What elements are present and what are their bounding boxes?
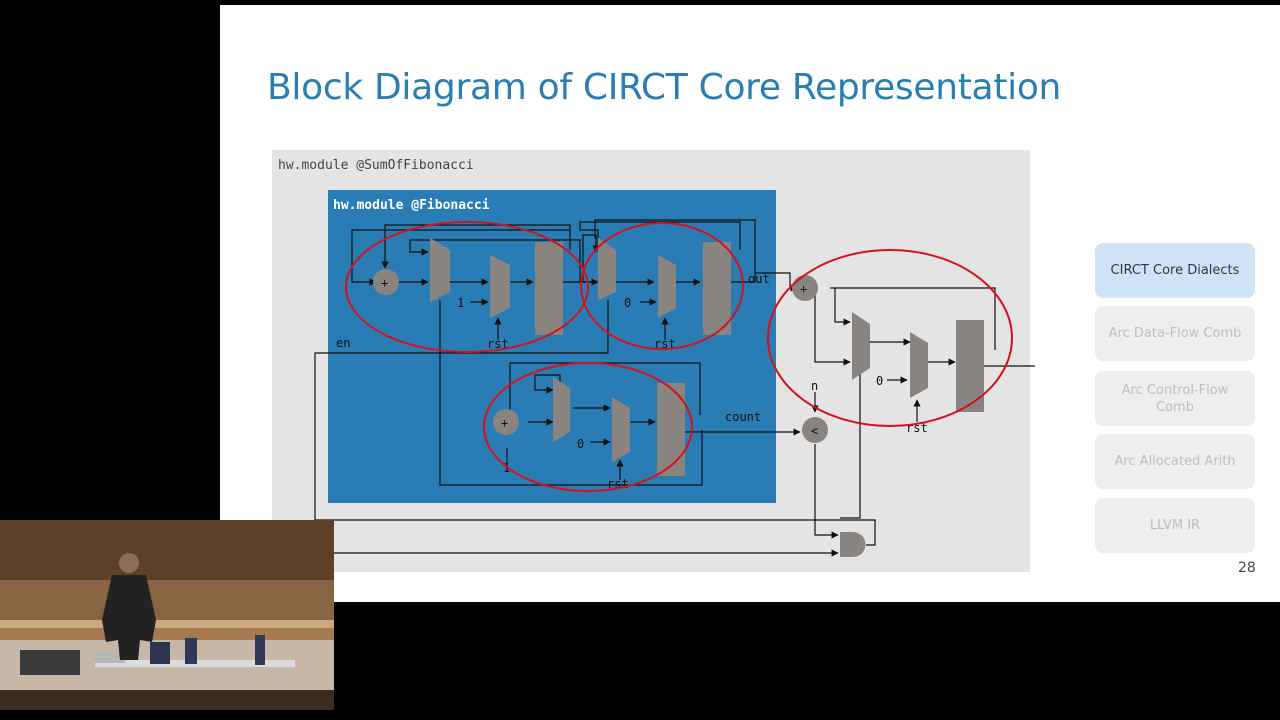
- nav-item-label: CIRCT Core Dialects: [1110, 263, 1240, 278]
- nav-item-label: LLVM IR: [1149, 518, 1201, 533]
- highlight-ellipse: [767, 249, 1013, 427]
- adder-symbol: +: [800, 282, 807, 296]
- n-input-label: n: [811, 379, 818, 393]
- compare-node: [802, 417, 828, 443]
- page-number: 28: [1238, 560, 1256, 576]
- mux-block: [852, 312, 870, 380]
- mux-block: [553, 377, 570, 442]
- register-block: [956, 320, 984, 412]
- register-block: [703, 242, 731, 335]
- nav-item-circt-core-dialects[interactable]: CIRCT Core Dialects: [1095, 243, 1255, 298]
- adder-node: [792, 275, 818, 301]
- register-block: [535, 242, 563, 335]
- constant-zero: 0: [876, 374, 883, 388]
- mux-block: [490, 255, 510, 318]
- count-port-label: count: [725, 410, 761, 424]
- adder-symbol: +: [381, 276, 388, 290]
- inner-module-box: [328, 190, 776, 503]
- speaker-webcam-video: [0, 520, 334, 710]
- speaker-video-frame: [0, 520, 334, 710]
- rst-label: rst: [654, 337, 676, 351]
- inner-module-label: hw.module @Fibonacci: [333, 198, 490, 213]
- speaker-body: [102, 575, 156, 660]
- adder-node: [493, 409, 519, 435]
- compare-symbol: <: [811, 424, 818, 438]
- mux-block: [910, 332, 928, 398]
- highlight-ellipse: [483, 362, 693, 492]
- nav-item-label: Arc Control-Flow Comb: [1121, 382, 1229, 415]
- constant-zero: 0: [577, 437, 584, 451]
- adder-symbol: +: [501, 416, 508, 430]
- constant-zero: 0: [624, 296, 631, 310]
- nav-item-llvm-ir[interactable]: LLVM IR: [1095, 498, 1255, 553]
- nav-item-arc-control-flow-comb[interactable]: Arc Control-Flow Comb: [1095, 371, 1255, 426]
- mux-block: [598, 238, 616, 300]
- highlight-ellipse: [345, 221, 589, 353]
- mux-block: [612, 397, 630, 462]
- highlight-ellipse: [580, 222, 744, 350]
- speaker-head: [119, 553, 139, 573]
- nav-item-label: Arc Allocated Arith: [1114, 454, 1236, 469]
- block-diagram: hw.module @SumOfFibonacci hw.module @Fib…: [272, 150, 1035, 572]
- outer-module-label: hw.module @SumOfFibonacci: [278, 158, 474, 173]
- mux-block: [430, 238, 450, 302]
- mux-block: [658, 255, 676, 318]
- constant-one: 1: [457, 296, 464, 310]
- nav-item-label: Arc Data-Flow Comb: [1108, 326, 1242, 341]
- rst-label: rst: [487, 337, 509, 351]
- out-port-label: out: [748, 272, 770, 286]
- adder-node: [373, 269, 399, 295]
- nav-item-arc-allocated-arith[interactable]: Arc Allocated Arith: [1095, 434, 1255, 489]
- slide-title: Block Diagram of CIRCT Core Representati…: [267, 67, 1062, 108]
- and-gate: [840, 532, 866, 557]
- en-port-label: en: [336, 336, 350, 350]
- nav-item-arc-data-flow-comb[interactable]: Arc Data-Flow Comb: [1095, 306, 1255, 361]
